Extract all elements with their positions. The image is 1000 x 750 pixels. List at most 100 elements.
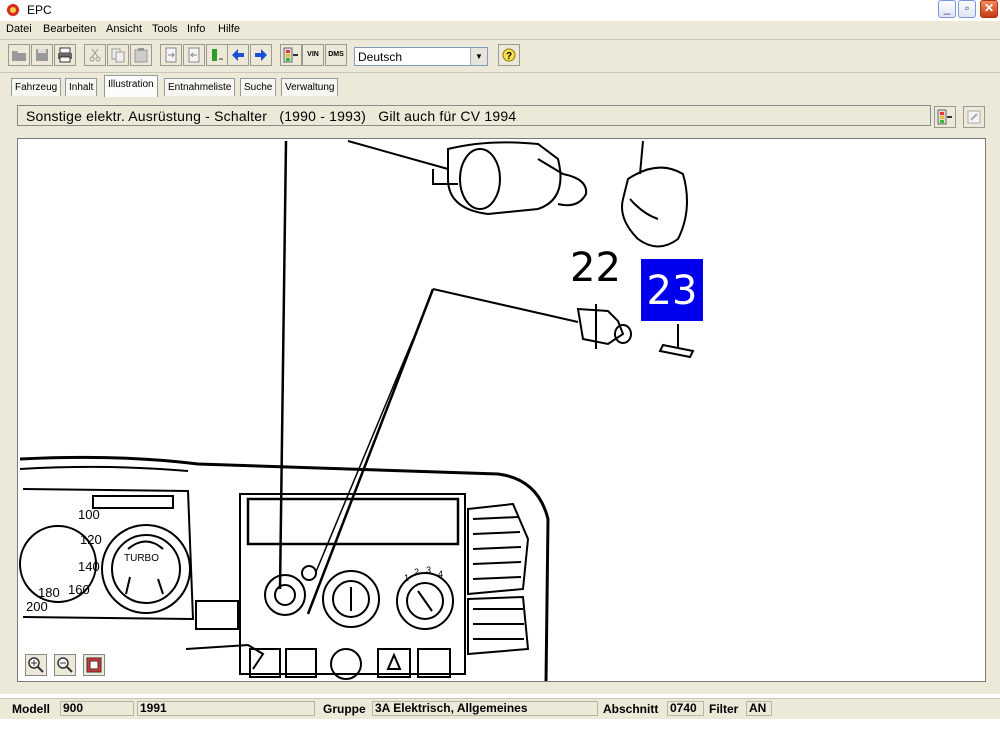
question-icon: ? [502, 48, 516, 62]
title-bar: EPC _ ▫ ✕ [0, 0, 1000, 20]
tab-inhalt[interactable]: Inhalt [65, 78, 98, 96]
tab-verwaltung[interactable]: Verwaltung [281, 78, 339, 96]
group-field: 3A Elektrisch, Allgemeines [372, 701, 598, 716]
menu-bar: Datei Bearbeiten Ansicht Tools Info Hilf… [0, 21, 1000, 40]
tab-bar: Fahrzeug Inhalt Illustration Entnahmelis… [0, 73, 1000, 97]
zoom-in-button[interactable] [25, 654, 47, 676]
clipboard-icon [134, 48, 148, 63]
page-back-button[interactable] [183, 44, 205, 66]
paste-button[interactable] [130, 44, 152, 66]
fan-label: 1 [404, 573, 409, 583]
tab-label: Verwaltung [285, 82, 335, 93]
page-forward-button[interactable] [160, 44, 182, 66]
menu-datei[interactable]: Datei [6, 23, 32, 35]
tab-illustration[interactable]: Illustration [104, 75, 158, 97]
cut-button[interactable] [84, 44, 106, 66]
language-value: Deutsch [358, 50, 403, 64]
window-title: EPC [27, 3, 52, 17]
page-return-icon [188, 47, 200, 63]
page-title: Sonstige elektr. Ausrüstung - Schalter (… [26, 108, 517, 124]
status-bar: Modell 900 1991 Gruppe 3A Elektrisch, Al… [0, 698, 1000, 719]
menu-bearbeiten[interactable]: Bearbeiten [43, 23, 97, 35]
export-parts-button[interactable] [934, 106, 956, 128]
fan-label: 4 [438, 569, 443, 579]
tab-label: Inhalt [69, 82, 94, 93]
folder-icon [12, 51, 26, 61]
fit-view-button[interactable] [83, 654, 105, 676]
disk-icon [36, 49, 48, 61]
exploded-view-drawing: 100 120 140 160 180 200 TURBO 1 2 3 4 22… [19, 140, 703, 681]
tab-suche[interactable]: Suche [240, 78, 277, 96]
illustration-panel: Sonstige elektr. Ausrüstung - Schalter (… [0, 97, 1000, 694]
illustration-heading: Sonstige elektr. Ausrüstung - Schalter (… [17, 105, 931, 126]
gauge-label: 160 [68, 582, 90, 597]
fan-label: 3 [426, 565, 431, 575]
language-select[interactable]: Deutsch ▼ [354, 47, 488, 66]
chevron-down-icon[interactable]: ▼ [470, 48, 487, 65]
print-button[interactable] [54, 44, 76, 66]
dms-button[interactable]: DMS [325, 44, 347, 66]
zoom-in-icon [28, 657, 44, 673]
export-button[interactable] [280, 44, 302, 66]
indicator-button[interactable] [206, 44, 228, 66]
vin-button[interactable]: VIN [302, 44, 324, 66]
fit-view-icon [86, 657, 102, 673]
filter-field: AN [746, 701, 772, 716]
save-button[interactable] [31, 44, 53, 66]
scissors-icon [89, 48, 101, 62]
forward-button[interactable] [250, 44, 272, 66]
tab-label: Suche [244, 82, 273, 93]
tab-entnahmeliste[interactable]: Entnahmeliste [164, 78, 236, 96]
zoom-out-icon [57, 657, 73, 673]
svg-text:?: ? [506, 51, 512, 62]
gauge-label: 120 [80, 532, 102, 547]
tab-fahrzeug[interactable]: Fahrzeug [11, 78, 62, 96]
tab-label: Illustration [108, 79, 154, 90]
page-arrow-icon [165, 47, 177, 63]
gauge-label: TURBO [124, 553, 159, 564]
model-field: 900 [60, 701, 134, 716]
edit-note-icon [967, 110, 981, 124]
menu-hilfe[interactable]: Hilfe [218, 23, 241, 35]
bar-level-icon [212, 49, 223, 61]
fan-label: 2 [414, 567, 419, 577]
traffic-light-icon [937, 109, 952, 125]
vin-label: VIN [307, 51, 319, 58]
model-label: Modell [12, 702, 50, 716]
tab-label: Fahrzeug [15, 82, 58, 93]
zoom-out-button[interactable] [54, 654, 76, 676]
dms-label: DMS [328, 51, 344, 58]
back-button[interactable] [227, 44, 249, 66]
traffic-light-icon [283, 47, 298, 63]
gauge-label: 180 [38, 585, 60, 600]
menu-info[interactable]: Info [187, 23, 206, 35]
parts-illustration[interactable]: 100 120 140 160 180 200 TURBO 1 2 3 4 22… [17, 138, 986, 682]
printer-icon [58, 47, 72, 63]
copy-button[interactable] [107, 44, 129, 66]
menu-tools[interactable]: Tools [152, 23, 178, 35]
section-field: 0740 [667, 701, 704, 716]
arrow-right-icon [255, 49, 267, 61]
toolbar: VIN DMS Deutsch ▼ ? [0, 40, 1000, 73]
year-field: 1991 [137, 701, 315, 716]
section-label: Abschnitt [603, 702, 659, 716]
restore-button[interactable]: ▫ [958, 0, 976, 18]
help-button[interactable]: ? [498, 44, 520, 66]
gauge-label: 100 [78, 507, 100, 522]
app-logo-icon [6, 3, 20, 17]
minimize-button[interactable]: _ [938, 0, 956, 18]
gauge-label: 200 [26, 599, 48, 614]
open-button[interactable] [8, 44, 30, 66]
tab-label: Entnahmeliste [168, 82, 232, 93]
notes-button[interactable] [963, 106, 985, 128]
filter-label: Filter [709, 702, 739, 716]
gauge-label: 140 [78, 559, 100, 574]
callout-22[interactable]: 22 [570, 245, 621, 291]
group-label: Gruppe [323, 702, 366, 716]
callout-23-highlight[interactable] [641, 259, 703, 321]
menu-ansicht[interactable]: Ansicht [106, 23, 143, 35]
callout-23[interactable]: 23 [647, 268, 698, 314]
copy-icon [111, 48, 125, 63]
arrow-left-icon [232, 49, 244, 61]
close-button[interactable]: ✕ [980, 0, 998, 18]
